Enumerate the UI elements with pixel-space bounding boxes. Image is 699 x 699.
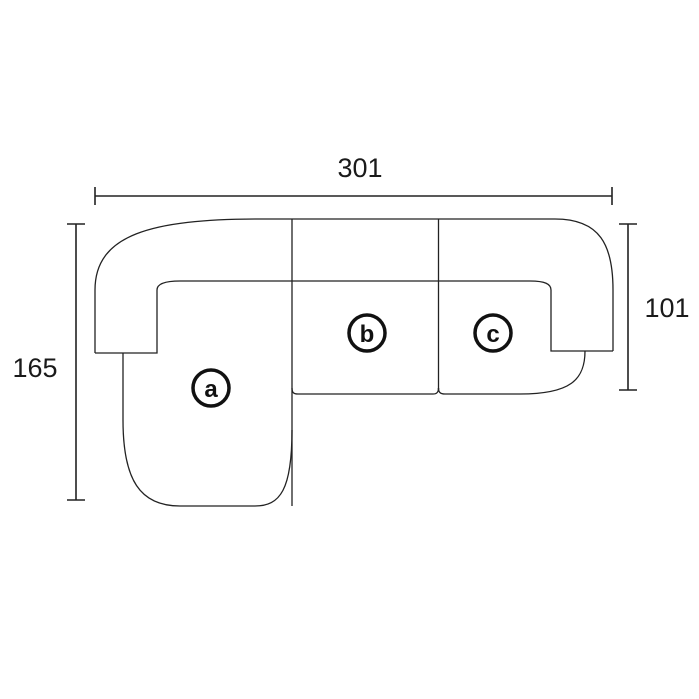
module-a-label: a (204, 376, 218, 403)
module-c-marker: c (473, 313, 513, 353)
back-depth-dimension: 101 (619, 223, 690, 391)
module-b-label: b (360, 321, 375, 348)
module-b-marker: b (347, 313, 387, 353)
back-depth-label: 101 (644, 293, 689, 323)
module-c-label: c (486, 321, 499, 348)
width-dimension: 301 (94, 153, 613, 205)
width-label: 301 (337, 153, 382, 183)
depth-label: 165 (12, 353, 57, 383)
sofa-outline (94, 218, 614, 507)
module-a-marker: a (191, 368, 231, 408)
depth-dimension: 165 (12, 223, 85, 501)
